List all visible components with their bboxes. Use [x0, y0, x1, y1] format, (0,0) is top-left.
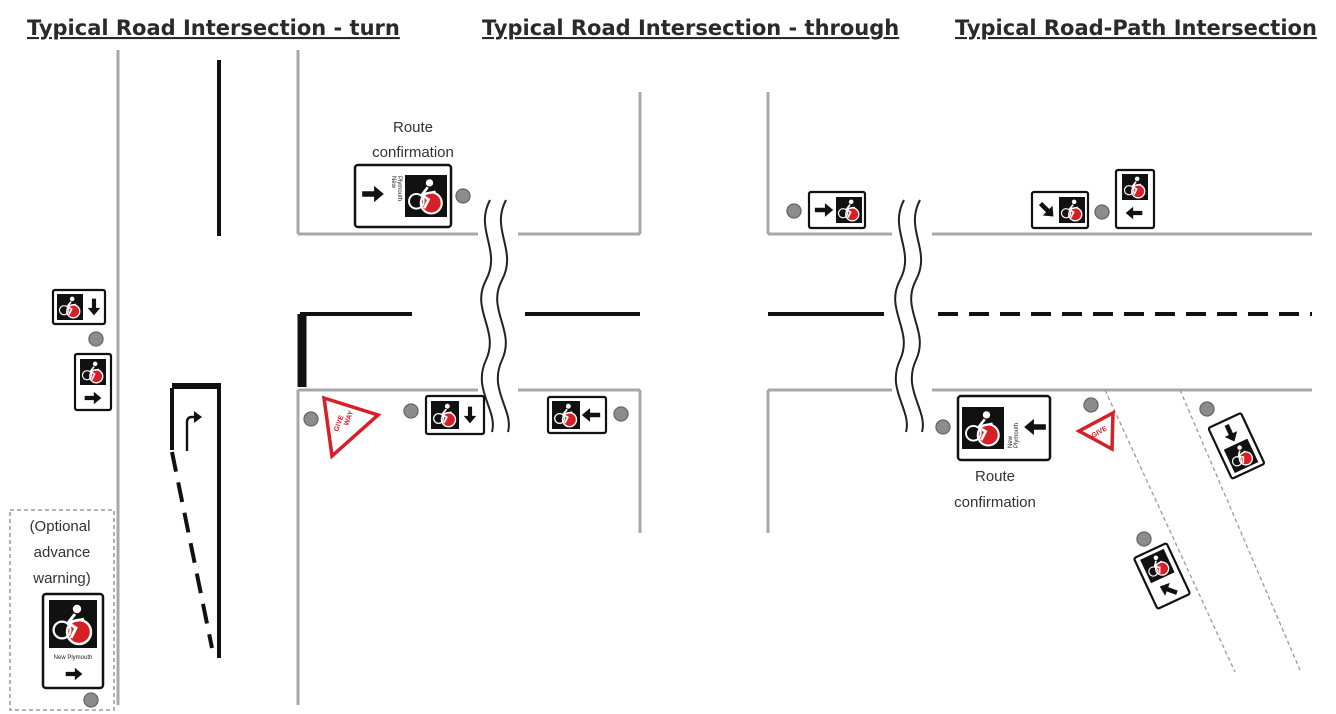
- sign-path-right: [807, 190, 867, 230]
- section-break-through: [478, 199, 518, 433]
- sign-post-icon: [88, 331, 104, 347]
- optional-label-line2: advance: [34, 544, 91, 561]
- brand-text-line2: Plymouth: [1014, 423, 1020, 448]
- brand-text-line1: New: [390, 176, 396, 189]
- section-break-road-path: [892, 199, 932, 433]
- caption-route-line1: Route: [393, 119, 433, 136]
- route-confirmation-sign-path: New Plymouth: [956, 394, 1052, 462]
- caption-route-line2-path: confirmation: [954, 494, 1036, 511]
- route-confirmation-sign-through: New Plymouth: [353, 163, 453, 229]
- sign-post-icon: [1136, 531, 1152, 547]
- lane-markings: [170, 60, 1312, 658]
- shared-path: [1104, 389, 1301, 673]
- sign-path-diag-down: [1207, 412, 1266, 480]
- sign-post-icon: [1083, 397, 1099, 413]
- advance-brand-text: New Plymouth: [54, 655, 93, 661]
- sign-left-arm-right: [73, 352, 113, 412]
- optional-advance-warning-box: [9, 509, 115, 711]
- sign-post-icon: [613, 406, 629, 422]
- sign-post-icon: [1094, 204, 1110, 220]
- turn-right-arrow-icon: [185, 409, 204, 453]
- title-through: Typical Road Intersection - through: [482, 16, 899, 40]
- give-way-text: WAY: [343, 410, 355, 427]
- sign-path-diag-up: [1133, 542, 1191, 610]
- give-way-sign-path: GIVE: [1075, 410, 1115, 452]
- advance-warning-sign: New Plymouth: [41, 592, 105, 690]
- sign-post-icon: [303, 411, 319, 427]
- sign-post-icon: [83, 692, 99, 708]
- sign-through-down: [424, 394, 486, 436]
- sign-post-icon: [935, 419, 951, 435]
- caption-route-line2: confirmation: [372, 144, 454, 161]
- sign-left-arm-down: [51, 288, 107, 326]
- sign-path-left: [1114, 168, 1156, 230]
- title-turn: Typical Road Intersection - turn: [27, 16, 400, 40]
- optional-label-line1: (Optional: [30, 518, 91, 535]
- caption-route-line1-path: Route: [975, 468, 1015, 485]
- give-way-sign-through: GIVE WAY: [321, 395, 382, 460]
- sign-post-icon: [455, 188, 471, 204]
- sign-path-diagonal: [1030, 190, 1090, 230]
- sign-post-icon: [1199, 401, 1215, 417]
- sign-post-icon: [786, 203, 802, 219]
- optional-label-line3: warning): [32, 570, 91, 587]
- brand-text-line1: New: [1008, 435, 1014, 448]
- brand-text-line2: Plymouth: [396, 176, 402, 201]
- sign-post-icon: [403, 403, 419, 419]
- road-edges: [116, 50, 1312, 705]
- sign-through-left: [546, 395, 608, 435]
- title-road-path: Typical Road-Path Intersection: [955, 16, 1317, 40]
